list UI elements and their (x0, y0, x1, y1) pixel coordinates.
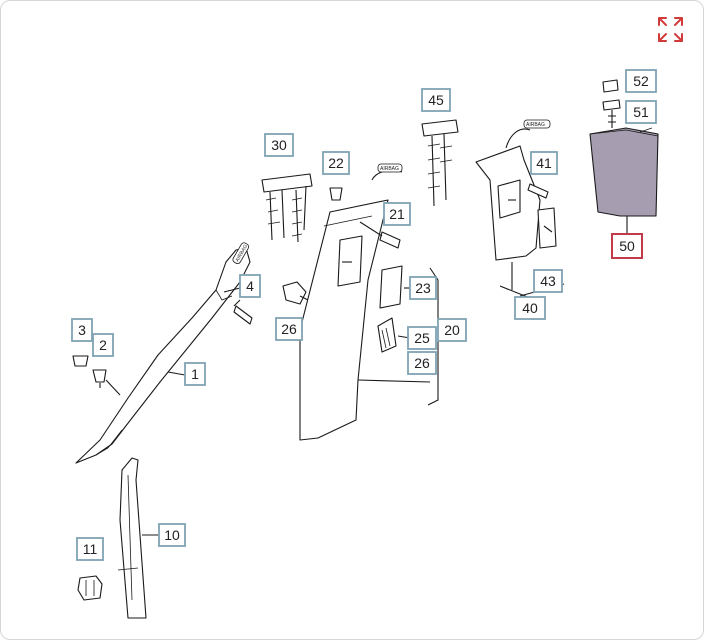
svg-text:2: 2 (99, 337, 107, 353)
part-panel-43 (537, 207, 557, 249)
callout-50[interactable]: 50 (611, 233, 643, 259)
callout-25[interactable]: 25 (407, 326, 437, 350)
callout-4[interactable]: 4 (239, 274, 261, 298)
part-bolt-21 (359, 221, 401, 249)
part-fasteners-2-3 (72, 355, 121, 396)
leader-4 (223, 287, 241, 293)
svg-text:23: 23 (415, 280, 431, 296)
svg-text:1: 1 (191, 366, 199, 382)
svg-text:25: 25 (414, 330, 430, 346)
airbag-tag-text-b: AIRBAG (380, 166, 399, 172)
svg-text:50: 50 (619, 238, 635, 254)
leader-1 (167, 371, 186, 376)
callout-26-right[interactable]: 26 (407, 351, 437, 375)
callout-2[interactable]: 2 (92, 333, 114, 357)
part-bolts-51-52 (602, 79, 621, 128)
svg-text:21: 21 (389, 206, 405, 222)
svg-text:11: 11 (83, 541, 98, 557)
airbag-tag-text-c: AIRBAG (526, 122, 545, 128)
callout-11[interactable]: 11 (76, 537, 104, 561)
callout-41[interactable]: 41 (530, 151, 558, 175)
part-harness-45 (421, 119, 459, 207)
svg-text:41: 41 (536, 155, 552, 171)
callout-1[interactable]: 1 (184, 362, 206, 386)
svg-text:43: 43 (540, 273, 556, 289)
callout-22[interactable]: 22 (322, 151, 350, 175)
callout-40[interactable]: 40 (514, 296, 546, 320)
callout-23[interactable]: 23 (409, 276, 437, 300)
svg-text:40: 40 (522, 300, 538, 316)
part-d-pillar-50 (589, 127, 659, 234)
callout-45[interactable]: 45 (421, 88, 451, 112)
part-bolt-4 (233, 299, 253, 325)
part-clip-11 (77, 575, 103, 601)
part-screw-22 (329, 187, 343, 201)
svg-text:45: 45 (428, 92, 444, 108)
part-b-pillar-20: AIRBAG (299, 163, 439, 441)
part-c-pillar-40: AIRBAG (475, 119, 565, 299)
part-a-pillar-trim: AIRBAG (75, 242, 251, 464)
callout-20[interactable]: 20 (437, 318, 467, 342)
expand-icon[interactable] (658, 17, 683, 42)
svg-text:10: 10 (164, 527, 180, 543)
parts-diagram: AIRBAG (71, 17, 683, 619)
callout-51[interactable]: 51 (625, 100, 657, 124)
svg-text:26: 26 (414, 355, 430, 371)
svg-text:30: 30 (271, 137, 287, 153)
part-bolt-41 (527, 183, 549, 199)
svg-text:51: 51 (633, 104, 649, 120)
part-vent-25 (377, 317, 411, 353)
callout-43[interactable]: 43 (533, 269, 563, 293)
callout-3[interactable]: 3 (71, 318, 93, 342)
callout-21[interactable]: 21 (383, 202, 411, 226)
callout-52[interactable]: 52 (625, 69, 657, 93)
svg-text:52: 52 (633, 73, 649, 89)
svg-text:20: 20 (444, 322, 460, 338)
callout-26-left[interactable]: 26 (275, 317, 303, 341)
svg-text:26: 26 (281, 321, 297, 337)
svg-text:3: 3 (78, 322, 86, 338)
svg-text:4: 4 (246, 278, 254, 294)
svg-text:22: 22 (328, 155, 344, 171)
part-harness-30 (261, 173, 313, 243)
callout-10[interactable]: 10 (158, 523, 186, 547)
callout-30[interactable]: 30 (264, 133, 294, 157)
part-lower-pillar-10 (117, 457, 160, 619)
part-bracket-23 (379, 265, 412, 309)
